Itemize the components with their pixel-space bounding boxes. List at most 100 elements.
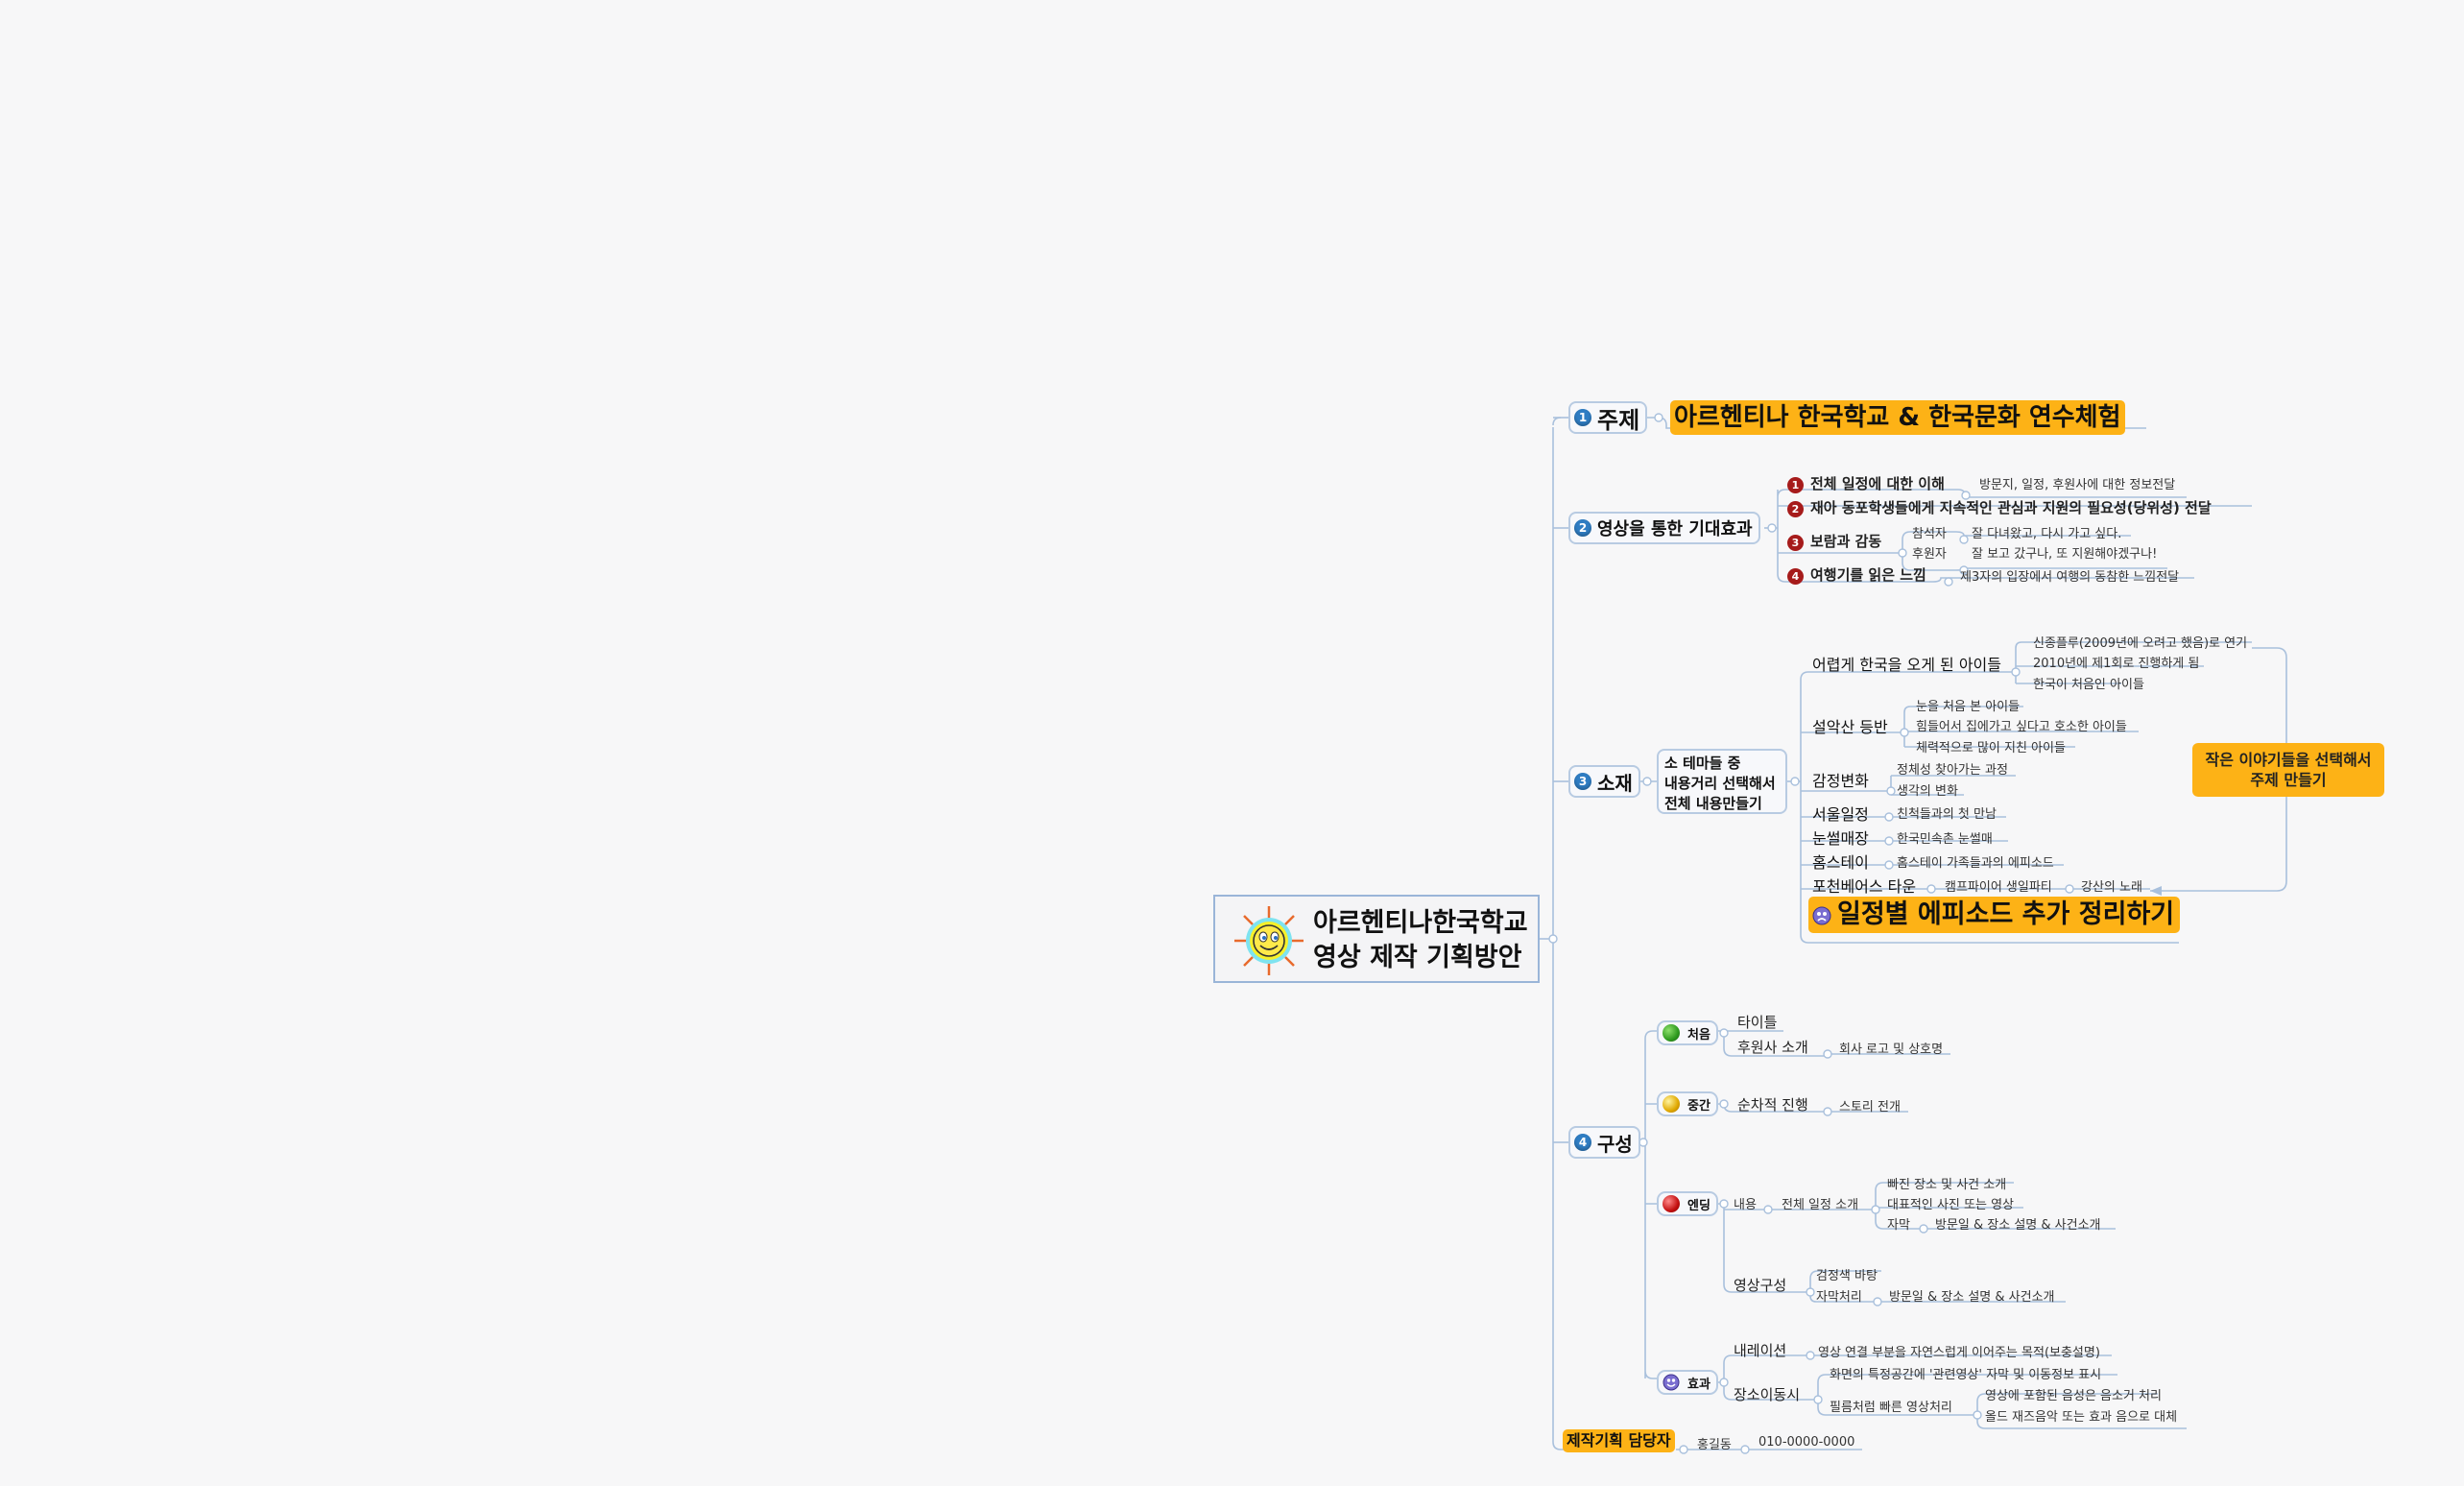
attendee-label[interactable]: 참석자	[1912, 527, 1947, 541]
material-leaf[interactable]: 눈을 처음 본 아이들	[1916, 700, 2021, 714]
material-summary-line1: 소 테마들 중	[1664, 755, 1741, 772]
central-topic-line2: 영상 제작 기획방안	[1313, 943, 1522, 972]
producer-phone[interactable]: 010-0000-0000	[1758, 1435, 1855, 1450]
material-item-hard-journey[interactable]: 어렵게 한국을 오게 된 아이들	[1812, 656, 2001, 674]
ending-content-sub[interactable]: 전체 일정 소개	[1782, 1198, 1859, 1212]
material-item-seoul[interactable]: 서울일정	[1812, 805, 1869, 824]
ending-composition-label[interactable]: 영상구성	[1734, 1277, 1787, 1294]
effects-narration-detail[interactable]: 영상 연결 부분을 자연스럽게 이어주는 목적(보충설명)	[1818, 1346, 2100, 1360]
material-leaf[interactable]: 체력적으로 많이 지친 아이들	[1916, 741, 2066, 755]
sponsor-detail[interactable]: 잘 보고 갔구나, 또 지원해야겠구나!	[1972, 547, 2158, 562]
material-leaf[interactable]: 캠프파이어 생일파티	[1945, 880, 2052, 895]
red-ball-icon	[1663, 1195, 1680, 1212]
effects-film-detail[interactable]: 영상에 포함된 음성은 음소거 처리	[1985, 1389, 2162, 1403]
topic-structure[interactable]: 4 구성	[1568, 1126, 1640, 1159]
callout-select-stories[interactable]: 작은 이야기들을 선택해서 주제 만들기	[2192, 743, 2384, 797]
topic-material-label: 소재	[1597, 771, 1633, 795]
phase-ending-label: 엔딩	[1687, 1198, 1710, 1213]
producer-label[interactable]: 제작기획 담당자	[1563, 1429, 1675, 1452]
effect-item-1[interactable]: 1 전체 일정에 대한 이해	[1787, 473, 1945, 493]
ending-composition-leaf[interactable]: 검정색 바탕	[1816, 1269, 1878, 1283]
effect-item-3[interactable]: 3 보람과 감동	[1787, 531, 1881, 551]
ending-composition-leaf[interactable]: 자막처리	[1816, 1290, 1862, 1305]
topic-expected-effects[interactable]: 2 영상을 통한 기대효과	[1568, 512, 1760, 544]
topic-theme-label: 주제	[1597, 406, 1640, 434]
structure-item-sponsor[interactable]: 후원사 소개	[1737, 1039, 1808, 1056]
topic-theme[interactable]: 1 주제	[1568, 401, 1648, 434]
number-3-red-icon: 3	[1787, 535, 1804, 551]
phase-ending[interactable]: 엔딩	[1657, 1191, 1718, 1216]
number-2-red-icon: 2	[1787, 501, 1804, 517]
topic-structure-label: 구성	[1597, 1132, 1633, 1156]
ending-content-leaf[interactable]: 빠진 장소 및 사건 소개	[1887, 1178, 2007, 1192]
effect-item-4[interactable]: 4 여행기를 읽은 느낌	[1787, 564, 1926, 585]
central-topic-line1: 아르헨티나한국학교	[1313, 908, 1528, 938]
effect-item-3-label: 보람과 감동	[1810, 533, 1882, 550]
effect-item-1-label: 전체 일정에 대한 이해	[1810, 475, 1945, 492]
ending-content-leaf[interactable]: 자막	[1887, 1218, 1910, 1233]
material-item-homestay[interactable]: 홈스테이	[1812, 853, 1869, 872]
effects-location-move[interactable]: 장소이동시	[1734, 1386, 1801, 1403]
number-1-icon: 1	[1574, 409, 1591, 426]
topic-expected-effects-label: 영상을 통한 기대효과	[1597, 519, 1753, 539]
effects-move-leaf[interactable]: 화면의 특정공간에 '관련영상' 자막 및 이동정보 표시	[1830, 1368, 2102, 1382]
ending-content-label[interactable]: 내용	[1734, 1198, 1757, 1212]
effect-item-4-label: 여행기를 읽은 느낌	[1810, 566, 1926, 584]
effects-film-detail[interactable]: 올드 재즈음악 또는 효과 음으로 대체	[1985, 1410, 2178, 1425]
phase-middle[interactable]: 중간	[1657, 1091, 1718, 1116]
green-ball-icon	[1663, 1024, 1680, 1042]
material-item-emotion[interactable]: 감정변화	[1812, 772, 1869, 790]
topic-material[interactable]: 3 소재	[1568, 765, 1640, 798]
todo-episodes-label: 일정별 에피소드 추가 정리하기	[1837, 899, 2175, 929]
material-summary-box[interactable]: 소 테마들 중 내용거리 선택해서 전체 내용만들기	[1657, 749, 1787, 814]
callout-line2: 주제 만들기	[2250, 771, 2327, 789]
material-leaf[interactable]: 친척들과의 첫 만남	[1897, 807, 1997, 822]
ending-composition-detail[interactable]: 방문일 & 장소 설명 & 사건소개	[1889, 1290, 2055, 1305]
effect-item-2-label: 재아 동포학생들에게 지속적인 관심과 지원의 필요성(당위성) 전달	[1810, 499, 2212, 516]
todo-episodes[interactable]: 일정별 에피소드 추가 정리하기	[1808, 897, 2181, 933]
material-leaf[interactable]: 한국이 처음인 아이들	[2033, 678, 2144, 692]
phase-middle-label: 중간	[1687, 1098, 1710, 1114]
phase-effects-label: 효과	[1687, 1377, 1710, 1392]
producer-name[interactable]: 홍길동	[1697, 1438, 1732, 1452]
number-2-icon: 2	[1574, 519, 1591, 537]
material-leaf[interactable]: 한국민속촌 눈썰매	[1897, 832, 1993, 847]
material-leaf[interactable]: 홈스테이 가족들과의 에피소드	[1897, 856, 2054, 871]
structure-item-title[interactable]: 타이틀	[1737, 1014, 1778, 1031]
smiling-sun-icon	[1234, 906, 1304, 975]
structure-item-sponsor-detail[interactable]: 회사 로고 및 상호명	[1839, 1043, 1944, 1057]
material-leaf[interactable]: 2010년에 제1회로 진행하게 됨	[2033, 657, 2200, 671]
sad-face-icon	[1812, 906, 1831, 924]
effect-item-1-detail[interactable]: 방문지, 일정, 후원사에 대한 정보전달	[1979, 478, 2176, 492]
effects-narration[interactable]: 내레이션	[1734, 1342, 1787, 1359]
number-4-red-icon: 4	[1787, 568, 1804, 585]
material-item-sledding[interactable]: 눈썰매장	[1812, 829, 1869, 848]
material-item-pocheon[interactable]: 포천베어스 타운	[1812, 877, 1917, 896]
effect-item-2[interactable]: 2 재아 동포학생들에게 지속적인 관심과 지원의 필요성(당위성) 전달	[1787, 497, 2212, 517]
sponsor-label[interactable]: 후원자	[1912, 547, 1947, 562]
phase-beginning-label: 처음	[1687, 1027, 1710, 1043]
number-3-icon: 3	[1574, 773, 1591, 790]
structure-item-sequential[interactable]: 순차적 진행	[1737, 1096, 1808, 1114]
material-leaf[interactable]: 힘들어서 집에가고 싶다고 호소한 아이들	[1916, 720, 2127, 734]
material-leaf[interactable]: 신종플루(2009년에 오려고 했음)로 연기	[2033, 636, 2248, 651]
material-item-seoraksan[interactable]: 설악산 등반	[1812, 718, 1888, 736]
central-topic[interactable]: 아르헨티나한국학교 영상 제작 기획방안	[1213, 895, 1540, 983]
effect-item-4-detail[interactable]: 제3자의 입장에서 여행의 동참한 느낌전달	[1960, 570, 2180, 585]
phase-effects[interactable]: 효과	[1657, 1370, 1718, 1395]
ending-content-leaf[interactable]: 대표적인 사진 또는 영상	[1887, 1198, 2014, 1212]
yellow-ball-icon	[1663, 1095, 1680, 1113]
callout-line1: 작은 이야기들을 선택해서	[2205, 751, 2372, 769]
material-leaf[interactable]: 강산의 노래	[2081, 880, 2142, 895]
attendee-detail[interactable]: 잘 다녀왔고, 다시 가고 싶다.	[1972, 527, 2122, 541]
material-leaf[interactable]: 생각의 변화	[1897, 784, 1958, 799]
material-leaf[interactable]: 정체성 찾아가는 과정	[1897, 763, 2008, 778]
theme-value[interactable]: 아르헨티나 한국학교 & 한국문화 연수체험	[1670, 400, 2125, 435]
ending-caption-detail[interactable]: 방문일 & 장소 설명 & 사건소개	[1935, 1218, 2101, 1233]
material-summary-line2: 내용거리 선택해서	[1664, 775, 1776, 792]
phase-beginning[interactable]: 처음	[1657, 1020, 1718, 1045]
effects-move-leaf[interactable]: 필름처럼 빠른 영상처리	[1830, 1401, 1952, 1415]
number-1-red-icon: 1	[1787, 477, 1804, 493]
structure-item-sequential-detail[interactable]: 스토리 전개	[1839, 1100, 1901, 1114]
